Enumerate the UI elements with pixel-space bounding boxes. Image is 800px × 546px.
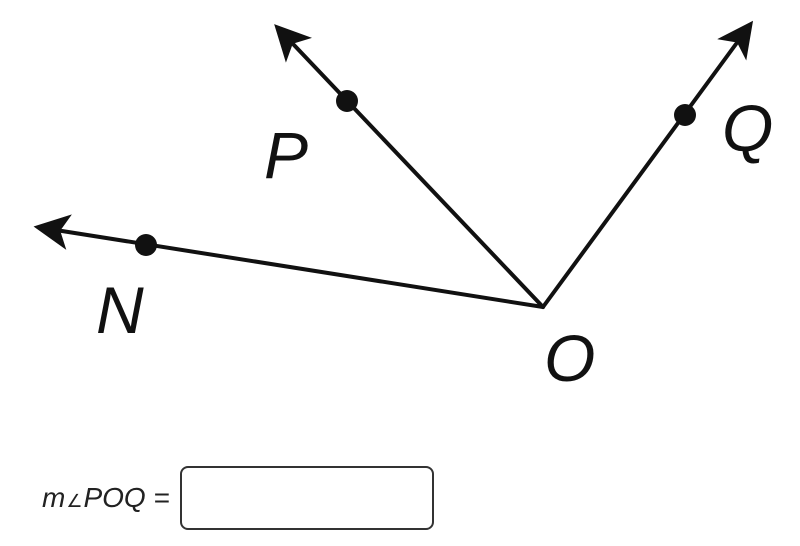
ray-op — [274, 24, 545, 309]
point-p — [336, 90, 358, 112]
angle-name: POQ — [83, 482, 146, 513]
ray-oq — [541, 20, 754, 309]
angle-answer-input[interactable] — [180, 466, 435, 530]
label-o: O — [544, 321, 595, 395]
equals-sign: = — [153, 482, 171, 513]
point-q — [674, 104, 696, 126]
answer-row: m∠POQ= — [42, 464, 435, 532]
angle-measure-label: m∠POQ= — [42, 482, 170, 514]
label-p: P — [264, 118, 308, 192]
angle-diagram: N P O Q — [33, 20, 773, 395]
angle-symbol: ∠ — [66, 491, 83, 511]
point-n — [135, 234, 157, 256]
measure-prefix: m — [42, 482, 66, 513]
label-n: N — [96, 273, 144, 347]
label-q: Q — [722, 91, 773, 165]
